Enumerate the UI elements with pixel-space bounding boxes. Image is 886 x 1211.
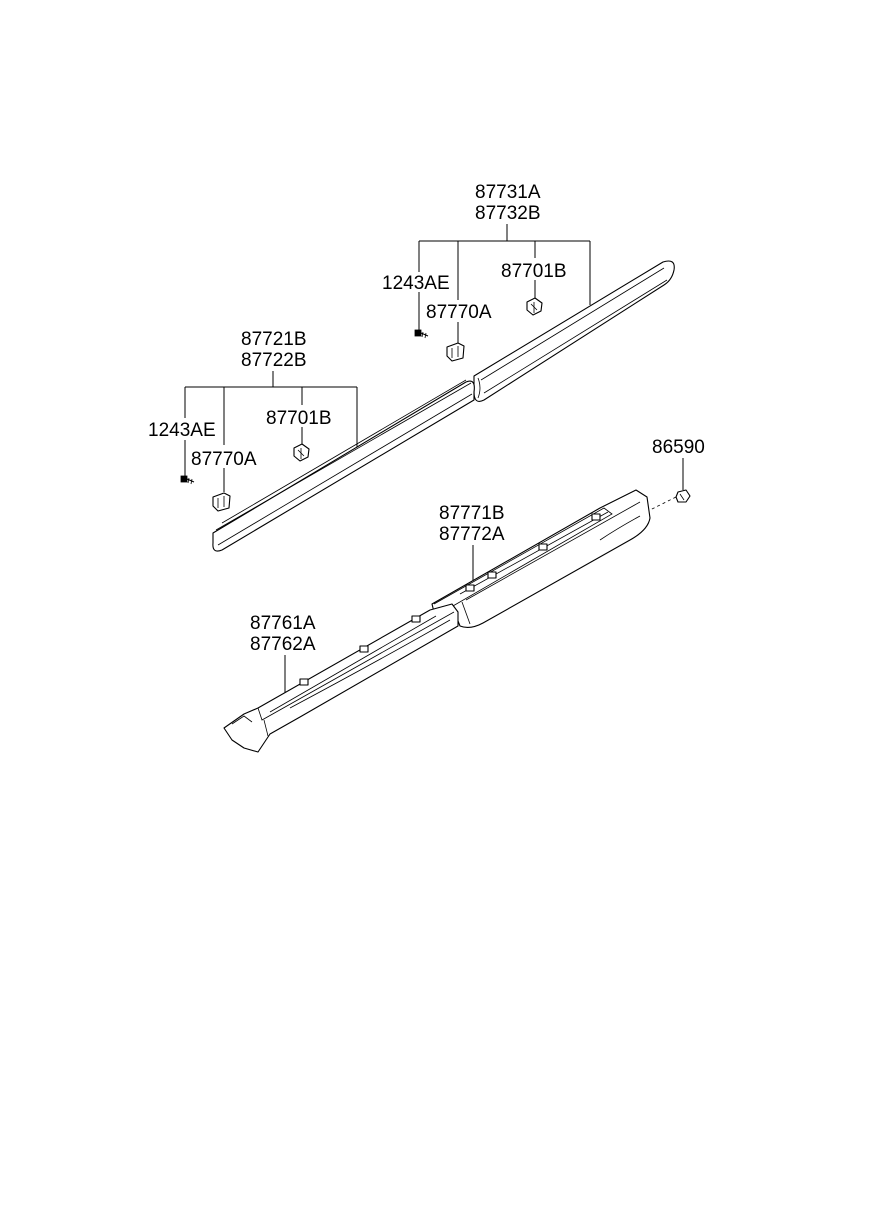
label-1243AE-rear: 1243AE	[382, 273, 450, 294]
label-87721B: 87721B	[241, 329, 307, 350]
label-87770A-rear: 87770A	[426, 302, 492, 323]
label-87701B-rear: 87701B	[501, 261, 567, 282]
leader-bracket-rear	[418, 224, 591, 345]
sill-clip-icon	[465, 584, 475, 592]
front-door-moulding	[212, 379, 475, 552]
screw-icon	[180, 475, 195, 485]
leader-bracket-front	[184, 371, 358, 492]
screw-direction-line	[645, 496, 677, 513]
label-1243AE-front: 1243AE	[148, 420, 216, 441]
screw-86590-icon	[675, 489, 691, 503]
clip-b-icon	[293, 443, 310, 462]
label-87731A: 87731A	[475, 182, 541, 203]
clip-b-icon	[526, 297, 543, 316]
clip-icon	[212, 492, 231, 512]
label-86590: 86590	[652, 437, 705, 458]
label-87722B: 87722B	[241, 350, 307, 371]
rear-side-sill	[431, 489, 651, 629]
rear-door-moulding	[473, 260, 675, 402]
label-87762A: 87762A	[250, 634, 316, 655]
clip-icon	[446, 342, 465, 362]
label-87771B: 87771B	[439, 503, 505, 524]
label-87770A-front: 87770A	[191, 449, 257, 470]
label-87761A: 87761A	[250, 613, 316, 634]
label-87772A: 87772A	[439, 524, 505, 545]
front-side-sill	[223, 603, 459, 753]
screw-icon	[414, 329, 429, 339]
label-87701B-front: 87701B	[266, 408, 332, 429]
label-87732B: 87732B	[475, 203, 541, 224]
